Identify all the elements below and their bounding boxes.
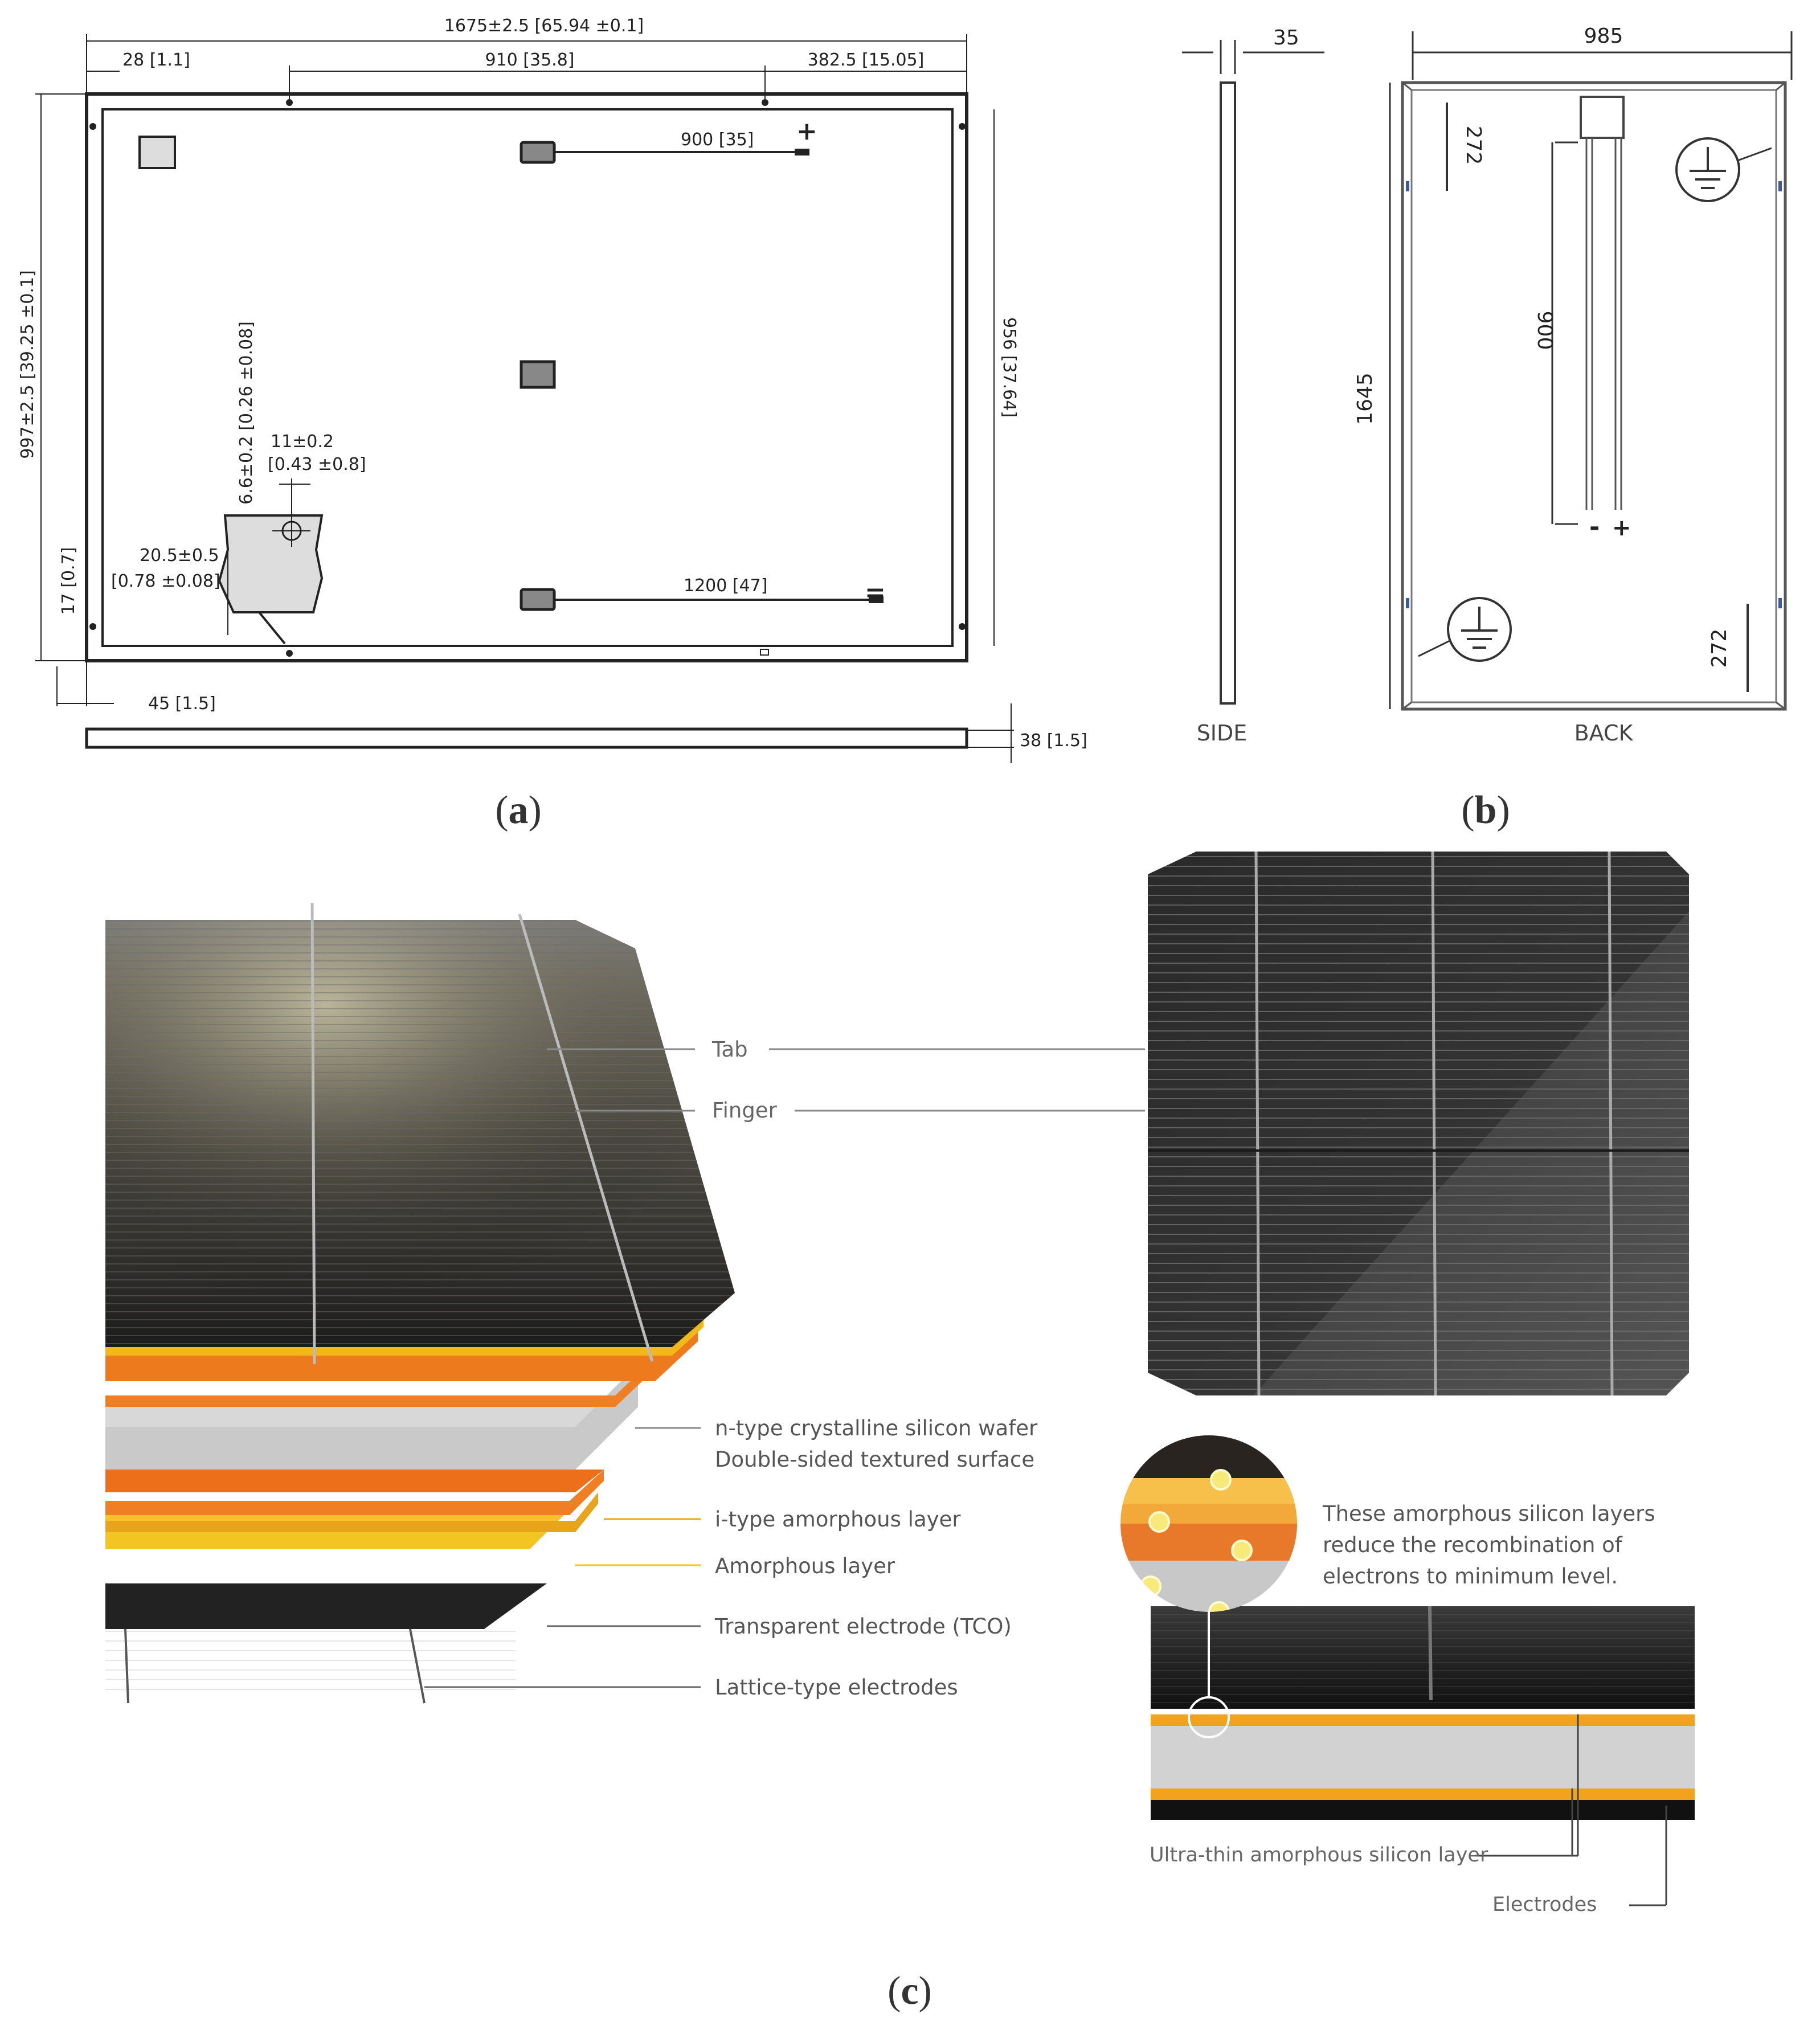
tab-label: Tab xyxy=(711,1037,748,1062)
frame-side-view xyxy=(85,727,968,749)
hole-spacing-label: 910 [35.8] xyxy=(485,50,574,70)
note-line-3: electrons to minimum level. xyxy=(1323,1564,1618,1589)
bottom-ground-distance-label: 272 xyxy=(1708,629,1731,668)
inner-height-label: 956 [37.64] xyxy=(999,317,1019,418)
amorphous-layer-label: Amorphous layer xyxy=(715,1554,895,1578)
layer-callouts: Tab Finger n-type crystalline silicon wa… xyxy=(424,1037,1145,1700)
wafer-label-1: n-type crystalline silicon wafer xyxy=(715,1416,1038,1440)
back-view-frame xyxy=(1401,81,1787,711)
back-width-label: 985 xyxy=(1584,24,1623,48)
magnified-layer-circle xyxy=(1120,1435,1297,1738)
bottom-offset-label: 17 [0.7] xyxy=(59,547,79,615)
panel-label-b: (b) xyxy=(1461,788,1510,832)
slot-depth-label-1: 20.5±0.5 xyxy=(140,546,219,566)
cable-length-label: 900 xyxy=(1533,311,1556,350)
corner-width-label: 45 [1.5] xyxy=(148,694,216,714)
module-frame-inner xyxy=(101,108,954,647)
panel-label-c: (c) xyxy=(887,1969,932,2013)
ultra-thin-layer-label: Ultra-thin amorphous silicon layer xyxy=(1150,1844,1488,1867)
ground-symbol-bottom xyxy=(1418,597,1512,662)
back-plus-sign: + xyxy=(1612,515,1631,541)
note-line-2: reduce the recombination of xyxy=(1323,1533,1623,1557)
cable-minus-label: 1200 [47] xyxy=(684,576,767,596)
back-view-label: BACK xyxy=(1574,721,1634,746)
module-frame-outer xyxy=(85,92,968,662)
corner-offset-label: 28 [1.1] xyxy=(122,50,190,70)
wafer-label-2: Double-sided textured surface xyxy=(715,1447,1034,1472)
frame-thickness-label: 38 [1.5] xyxy=(1020,731,1087,751)
lattice-electrodes-label: Lattice-type electrodes xyxy=(715,1675,958,1700)
overall-width-label: 1675±2.5 [65.94 ±0.1] xyxy=(444,16,644,36)
side-view-label: SIDE xyxy=(1197,721,1248,746)
panel-b-drawing: 35 SIDE 985 1645 900 - + xyxy=(1182,24,1793,746)
slot-height-label: 6.6±0.2 [0.26 ±0.08] xyxy=(236,321,256,505)
electrodes-label: Electrodes xyxy=(1492,1893,1597,1916)
back-minus-sign: - xyxy=(1589,513,1600,542)
tco-label: Transparent electrode (TCO) xyxy=(714,1614,1012,1639)
panel-label-a: (a) xyxy=(495,788,542,832)
i-type-layer-label: i-type amorphous layer xyxy=(715,1507,961,1532)
minus-terminal-sign: = xyxy=(865,578,886,607)
slot-depth-label-2: [0.78 ±0.08] xyxy=(111,571,220,591)
panel-a-drawing: 1675±2.5 [65.94 ±0.1] 28 [1.1] 910 [35.8… xyxy=(18,16,1087,763)
ground-symbol-top xyxy=(1675,137,1772,202)
slot-width-label-2: [0.43 ±0.8] xyxy=(268,455,366,474)
back-height-label: 1645 xyxy=(1353,373,1377,425)
note-line-1: These amorphous silicon layers xyxy=(1322,1501,1655,1526)
cross-section-strip xyxy=(1151,1606,1695,1906)
plus-terminal-sign: + xyxy=(796,117,817,146)
cable-plus-label: 900 [35] xyxy=(681,130,754,150)
top-ground-distance-label: 272 xyxy=(1462,126,1485,165)
side-view-frame xyxy=(1220,81,1236,705)
layered-cell-illustration xyxy=(105,902,735,1704)
hole-edge-label: 382.5 [15.05] xyxy=(808,50,925,70)
side-thickness-label: 35 xyxy=(1273,26,1299,50)
solar-cell-face xyxy=(1148,851,1689,1396)
slot-width-label-1: 11±0.2 xyxy=(271,432,334,452)
overall-height-label: 997±2.5 [39.25 ±0.1] xyxy=(18,270,38,459)
finger-label: Finger xyxy=(712,1098,778,1123)
recombination-note: These amorphous silicon layers reduce th… xyxy=(1322,1501,1655,1589)
